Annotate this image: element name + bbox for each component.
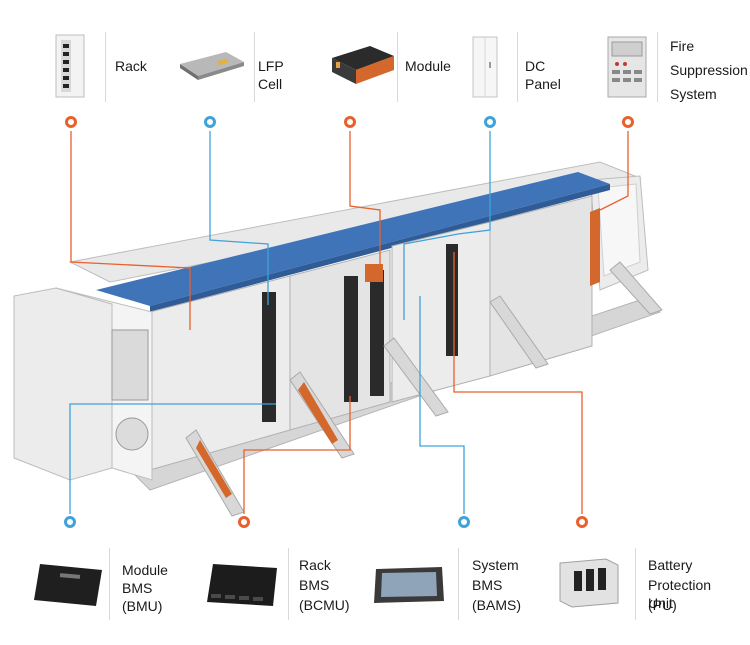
leader-line-bmu — [69, 403, 276, 514]
pu-label-line1: Battery — [648, 557, 693, 573]
rack-thumbnail — [55, 34, 85, 98]
bmu-label-line3: (BMU) — [122, 598, 163, 614]
marker-module — [344, 116, 356, 128]
orange-brackets — [196, 208, 600, 498]
separator — [517, 32, 518, 102]
leader-line-lfp-cell — [209, 131, 269, 305]
rack-label: Rack — [115, 58, 147, 74]
separator — [105, 32, 106, 102]
lfp-cell-thumbnail — [180, 52, 244, 80]
bmu-thumbnail — [34, 564, 102, 606]
marker-dc-panel — [484, 116, 496, 128]
dc-panel-thumbnail — [472, 36, 498, 98]
bcmu-label-line2: BMS — [299, 577, 330, 593]
separator — [458, 548, 459, 620]
leader-line-bams — [419, 296, 465, 514]
bmu-label-line1: Module — [122, 562, 168, 578]
module-thumbnail — [332, 46, 394, 84]
marker-pu — [576, 516, 588, 528]
marker-bcmu — [238, 516, 250, 528]
marker-lfp-cell — [204, 116, 216, 128]
leader-line-fire-suppression — [599, 131, 629, 211]
lfp-cell-label: LFP Cell — [258, 58, 284, 92]
separator — [635, 548, 636, 620]
bams-thumbnail — [374, 567, 444, 603]
separator — [254, 32, 255, 102]
bcmu-label-line1: Rack — [299, 557, 331, 573]
pu-label-line3: (PU) — [648, 597, 677, 613]
separator — [657, 32, 658, 102]
module-label: Module — [405, 58, 451, 74]
leader-line-pu — [453, 252, 583, 514]
bcmu-label-line3: (BCMU) — [299, 597, 350, 613]
dc-panel-label: DC Panel — [525, 58, 561, 92]
marker-rack — [65, 116, 77, 128]
container-roof — [96, 172, 610, 306]
hvac-unit — [13, 287, 153, 481]
bams-label-line3: (BAMS) — [472, 597, 521, 613]
bcmu-thumbnail — [207, 564, 277, 606]
bams-label-line1: System — [472, 557, 519, 573]
pu-thumbnail — [559, 558, 619, 608]
marker-bmu — [64, 516, 76, 528]
separator — [109, 548, 110, 620]
leader-line-rack — [70, 131, 191, 330]
leader-line-dc-panel — [403, 131, 491, 320]
fire-suppression-thumbnail — [607, 36, 647, 98]
fire-suppression-label-line3: System — [670, 86, 717, 102]
bams-label-line2: BMS — [472, 577, 503, 593]
rack-bays — [149, 195, 593, 471]
highlighted-module — [365, 264, 383, 282]
marker-bams — [458, 516, 470, 528]
separator — [288, 548, 289, 620]
leader-line-module — [349, 131, 381, 264]
fire-suppression-label-line1: Fire — [670, 38, 695, 54]
bmu-label-line2: BMS — [122, 580, 153, 596]
separator — [397, 32, 398, 102]
pu-label-line2: Protection Unit — [648, 577, 712, 611]
marker-fire-suppression — [622, 116, 634, 128]
module-stacks — [262, 244, 458, 422]
leader-line-bcmu — [243, 396, 351, 514]
fire-suppression-label-line2: Suppression — [670, 62, 748, 78]
